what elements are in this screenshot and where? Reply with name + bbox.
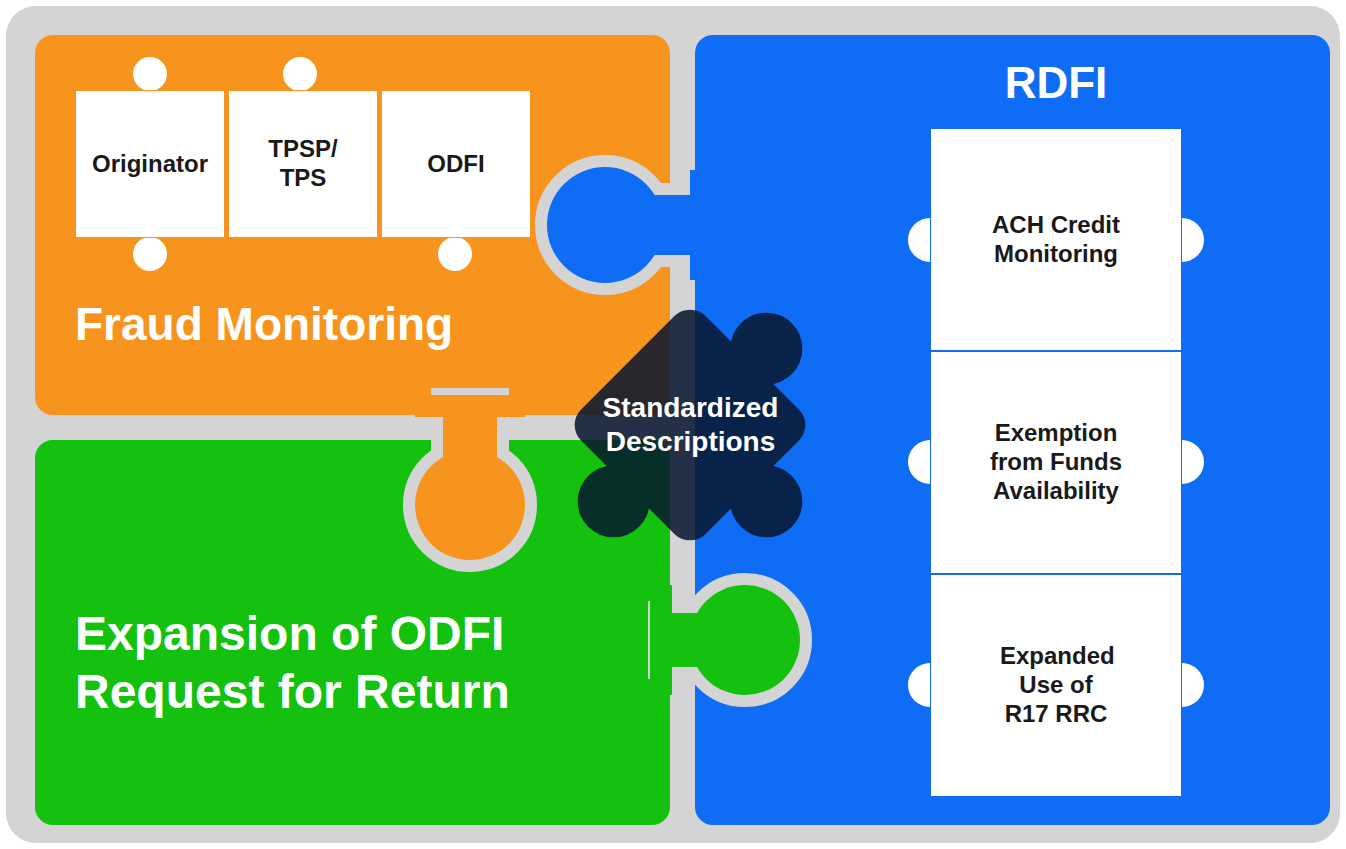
piece-label: Originator: [88, 146, 212, 183]
piece-label: Standardized Descriptions: [583, 387, 798, 462]
center-piece: [526, 261, 894, 629]
piece-label: TPSP/ TPS: [253, 131, 353, 197]
piece-label: ODFI: [423, 146, 488, 183]
fraud-region: Fraud Monitoring Originator TPSP/ TPS ODFI: [35, 35, 670, 415]
piece-label: Exemption from Funds Availability: [971, 415, 1141, 509]
rdfi-piece: ACH Credit Monitoring: [930, 128, 1182, 351]
odfi-piece: ODFI: [381, 90, 531, 238]
blue-knob: [547, 167, 720, 283]
rdfi-piece: Exemption from Funds Availability: [930, 351, 1182, 574]
green-knob: [650, 585, 800, 695]
center-piece-label: Standardized Descriptions: [575, 375, 806, 475]
piece-label: ACH Credit Monitoring: [966, 207, 1146, 273]
rdfi-region: RDFI ACH Credit MonitoringExemption from …: [695, 35, 1330, 825]
originator-piece: Originator: [75, 90, 225, 238]
grey-frame: [6, 6, 1340, 843]
region-heading: Fraud Monitoring: [75, 297, 545, 352]
region-heading: RDFI: [930, 57, 1182, 110]
piece-label: Expanded Use of R17 RRC: [996, 638, 1116, 732]
rdfi-piece: Expanded Use of R17 RRC: [930, 574, 1182, 797]
green-piece: [35, 440, 670, 825]
odfi-return-region: Expansion of ODFI Request for Return: [35, 440, 670, 825]
tpsp-piece: TPSP/ TPS: [228, 90, 378, 238]
region-heading: Expansion of ODFI Request for Return: [75, 605, 635, 720]
orange-piece: [35, 35, 670, 415]
orange-knob: [415, 395, 525, 560]
